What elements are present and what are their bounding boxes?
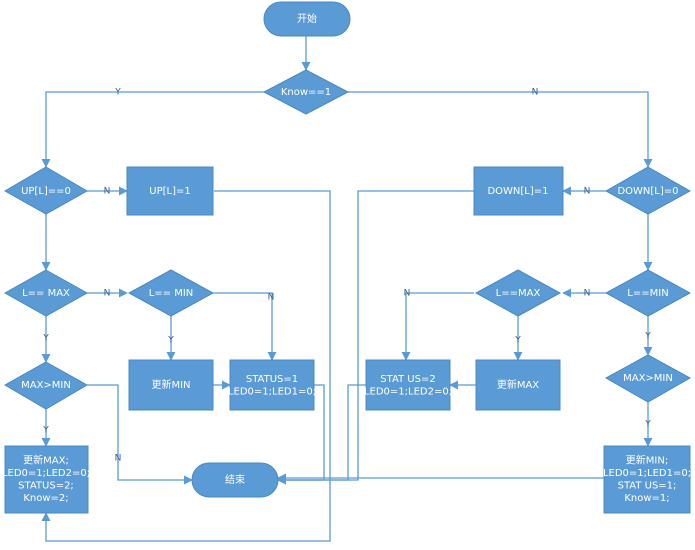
label-n-down: N — [584, 187, 591, 197]
lmax-right-decision-label: L==MAX — [496, 288, 541, 299]
maxmin-left-decision — [3, 361, 89, 410]
up-decision — [3, 166, 89, 215]
edge-upset-to-end — [41, 190, 331, 542]
down-decision — [604, 166, 692, 215]
node-text-line: Know=1; — [624, 493, 669, 504]
node-text-line: Know==1 — [281, 87, 331, 98]
end-terminal — [191, 462, 279, 498]
label-n-lmin-right: N — [584, 289, 591, 299]
node-text-line: 更新MIN; — [626, 453, 668, 466]
update-max-right-label: 更新MAX — [497, 378, 539, 391]
lmax-left-decision — [3, 269, 89, 317]
node-text-line: MAX>MIN — [21, 380, 71, 391]
update-min-final-label: 更新MIN; LED0=1;LED1=0;STAT US=1; Know=1; — [603, 453, 691, 504]
label-y-maxmin-right: Y — [644, 420, 651, 430]
edge-labels: Y N N N N Y N Y Y N N N Y Y Y — [42, 88, 651, 464]
edges — [41, 36, 653, 542]
edge-lmaxright-to-status2 — [401, 292, 474, 361]
edge-know-to-up — [41, 91, 264, 168]
node-text-line: STATUS=1 — [246, 374, 298, 385]
update-max-final-box — [4, 445, 89, 514]
maxmin-right-decision — [604, 354, 692, 403]
label-y-lmin-right: Y — [644, 332, 651, 342]
node-text-line: LED0=1;LED1=0; — [603, 468, 691, 479]
label-y-know: Y — [114, 88, 121, 98]
nodes: 开始 结束 Know==1 UP[L]==0 DOWN[L]=0 L== MAX… — [2, 1, 692, 514]
lmin-right-decision — [604, 269, 692, 317]
label-y-lmin-left: Y — [167, 336, 174, 346]
node-text-line: MAX>MIN — [623, 373, 673, 384]
maxmin-left-decision-label: MAX>MIN — [21, 380, 71, 391]
update-min-left-box — [128, 359, 214, 411]
node-text-line: 开始 — [297, 12, 317, 25]
know-decision-label: Know==1 — [281, 87, 331, 98]
node-text-line: 结束 — [225, 473, 245, 486]
lmax-right-decision — [474, 269, 562, 317]
label-n-know: N — [532, 88, 539, 98]
status2-box — [365, 359, 451, 411]
label-n-lmax-left: N — [104, 289, 111, 299]
maxmin-right-decision-label: MAX>MIN — [623, 373, 673, 384]
update-min-left-label: 更新MIN — [151, 378, 190, 391]
node-text-line: STATUS=2; — [18, 480, 74, 491]
node-text-line: 更新MIN — [151, 378, 190, 391]
lmin-left-decision — [127, 269, 215, 317]
node-text-line: L==MIN — [627, 288, 668, 299]
edge-maxmin-to-end — [87, 384, 193, 485]
label-y-maxmin-left: Y — [42, 426, 49, 436]
node-text-line: UP[L]==0 — [21, 186, 71, 197]
node-text-line: STAT US=1; — [618, 480, 677, 491]
node-text-line: LED0=1;LED2=0; — [2, 468, 90, 479]
label-n-maxmin-left: N — [115, 454, 122, 464]
start-label: 开始 — [297, 12, 317, 25]
node-text-line: L== MIN — [149, 288, 194, 299]
start-terminal — [263, 1, 351, 37]
node-text-line: L== MAX — [22, 288, 70, 299]
know-decision — [262, 69, 350, 115]
node-text-line: DOWN[L]=1 — [487, 186, 548, 197]
node-text-line: LED0=1;LED2=0; — [364, 386, 452, 397]
node-text-line: LED0=1;LED1=0; — [228, 386, 316, 397]
label-n-lmin-left: N — [268, 293, 275, 303]
down-set-box — [473, 166, 564, 216]
down-set-label: DOWN[L]=1 — [487, 186, 548, 197]
edge-know-to-down — [348, 91, 653, 168]
update-max-right-box — [475, 359, 561, 411]
edge-lmin-to-status1 — [213, 292, 277, 361]
node-text-line: DOWN[L]=0 — [617, 186, 678, 197]
label-n-up: N — [104, 187, 111, 197]
lmin-left-decision-label: L== MIN — [149, 288, 194, 299]
end-label: 结束 — [225, 473, 245, 486]
up-set-label: UP[L]=1 — [149, 186, 190, 197]
down-decision-label: DOWN[L]=0 — [617, 186, 678, 197]
lmax-left-decision-label: L== MAX — [22, 288, 70, 299]
node-text-line: 更新MAX — [497, 378, 539, 391]
update-min-final-box — [603, 445, 691, 514]
update-max-final-label: 更新MAX; LED0=1;LED2=0;STATUS=2; Know=2; — [2, 453, 90, 504]
up-decision-label: UP[L]==0 — [21, 186, 71, 197]
node-text-line: STAT US=2 — [380, 374, 435, 385]
label-y-lmax-right: Y — [514, 336, 521, 346]
edge-downset-to-end — [277, 190, 474, 485]
node-text-line: UP[L]=1 — [149, 186, 190, 197]
lmin-right-decision-label: L==MIN — [627, 288, 668, 299]
label-y-lmax-left: Y — [42, 334, 49, 344]
up-set-box — [126, 166, 214, 216]
edge-status2-to-end — [277, 384, 366, 485]
node-text-line: Know=2; — [23, 493, 68, 504]
status1-box — [229, 359, 315, 411]
node-text-line: 更新MAX; — [23, 453, 69, 466]
label-n-lmax-right: N — [404, 289, 411, 299]
node-text-line: L==MAX — [496, 288, 541, 299]
